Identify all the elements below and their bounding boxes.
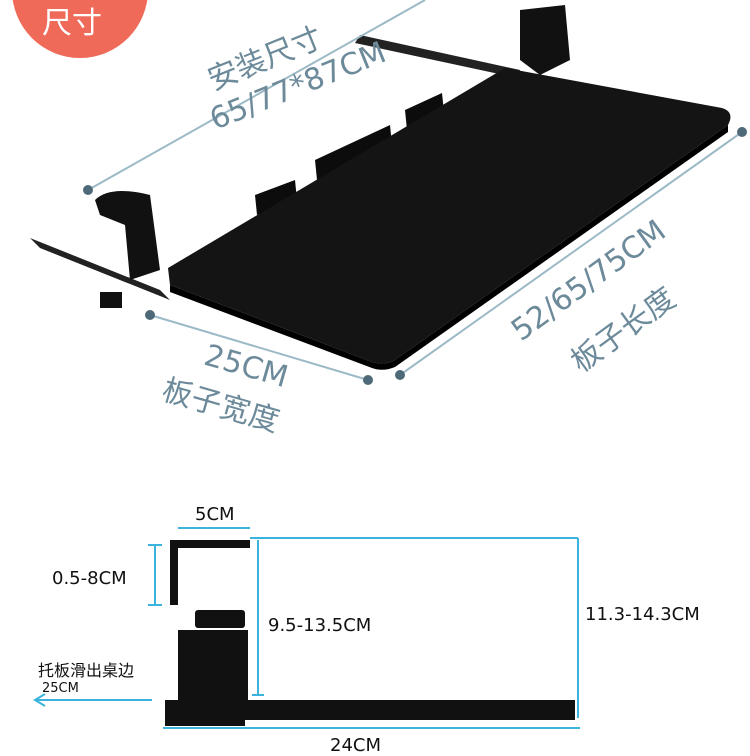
total-height: 11.3-14.3CM [585, 604, 700, 625]
depth-value: 24CM [330, 735, 382, 756]
inner-height: 9.5-13.5CM [268, 615, 372, 636]
badge-label: 尺寸 [42, 6, 102, 41]
left-knob [100, 292, 122, 308]
back-rail [355, 35, 520, 78]
slide-out-label: 托板滑出桌边 [38, 661, 135, 680]
slide-out-value: 25CM [42, 681, 79, 696]
clamp-opening: 0.5-8CM [52, 568, 127, 589]
clamp-width: 5CM [195, 504, 235, 525]
left-rail [30, 238, 170, 300]
badge-circle [12, 0, 148, 58]
side-view-bracket [165, 540, 575, 726]
keyboard-tray [168, 68, 731, 364]
left-clamp [95, 191, 160, 280]
right-clamp [520, 5, 570, 75]
